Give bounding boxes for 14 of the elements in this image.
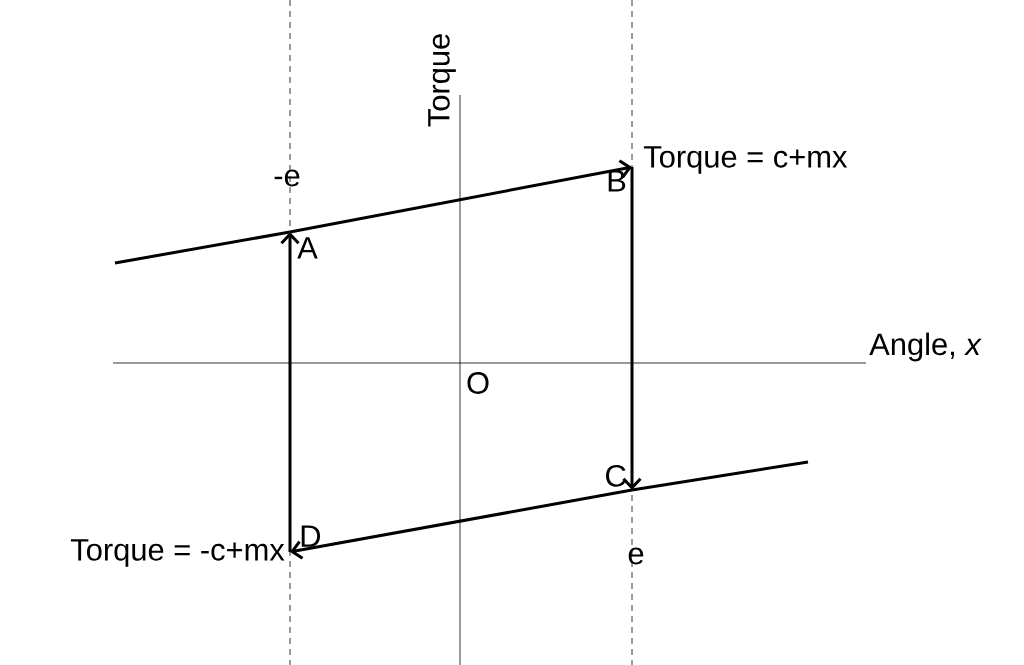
axis-label: Torque bbox=[428, 34, 456, 127]
arrow bbox=[622, 167, 642, 490]
point-label: e bbox=[628, 547, 644, 565]
point-label: A bbox=[297, 237, 318, 259]
point-label: C bbox=[606, 464, 626, 487]
point-label: -e bbox=[274, 169, 300, 187]
axis-label: Angle, x bbox=[869, 332, 982, 362]
arrow bbox=[280, 232, 300, 552]
origin-label: O bbox=[467, 372, 489, 394]
arrow bbox=[290, 488, 633, 560]
point-label: D bbox=[301, 525, 321, 547]
arrow bbox=[289, 159, 632, 234]
equation-label: Torque = c+mx bbox=[643, 146, 848, 174]
equation-label: Torque = -c+mx bbox=[70, 539, 285, 567]
